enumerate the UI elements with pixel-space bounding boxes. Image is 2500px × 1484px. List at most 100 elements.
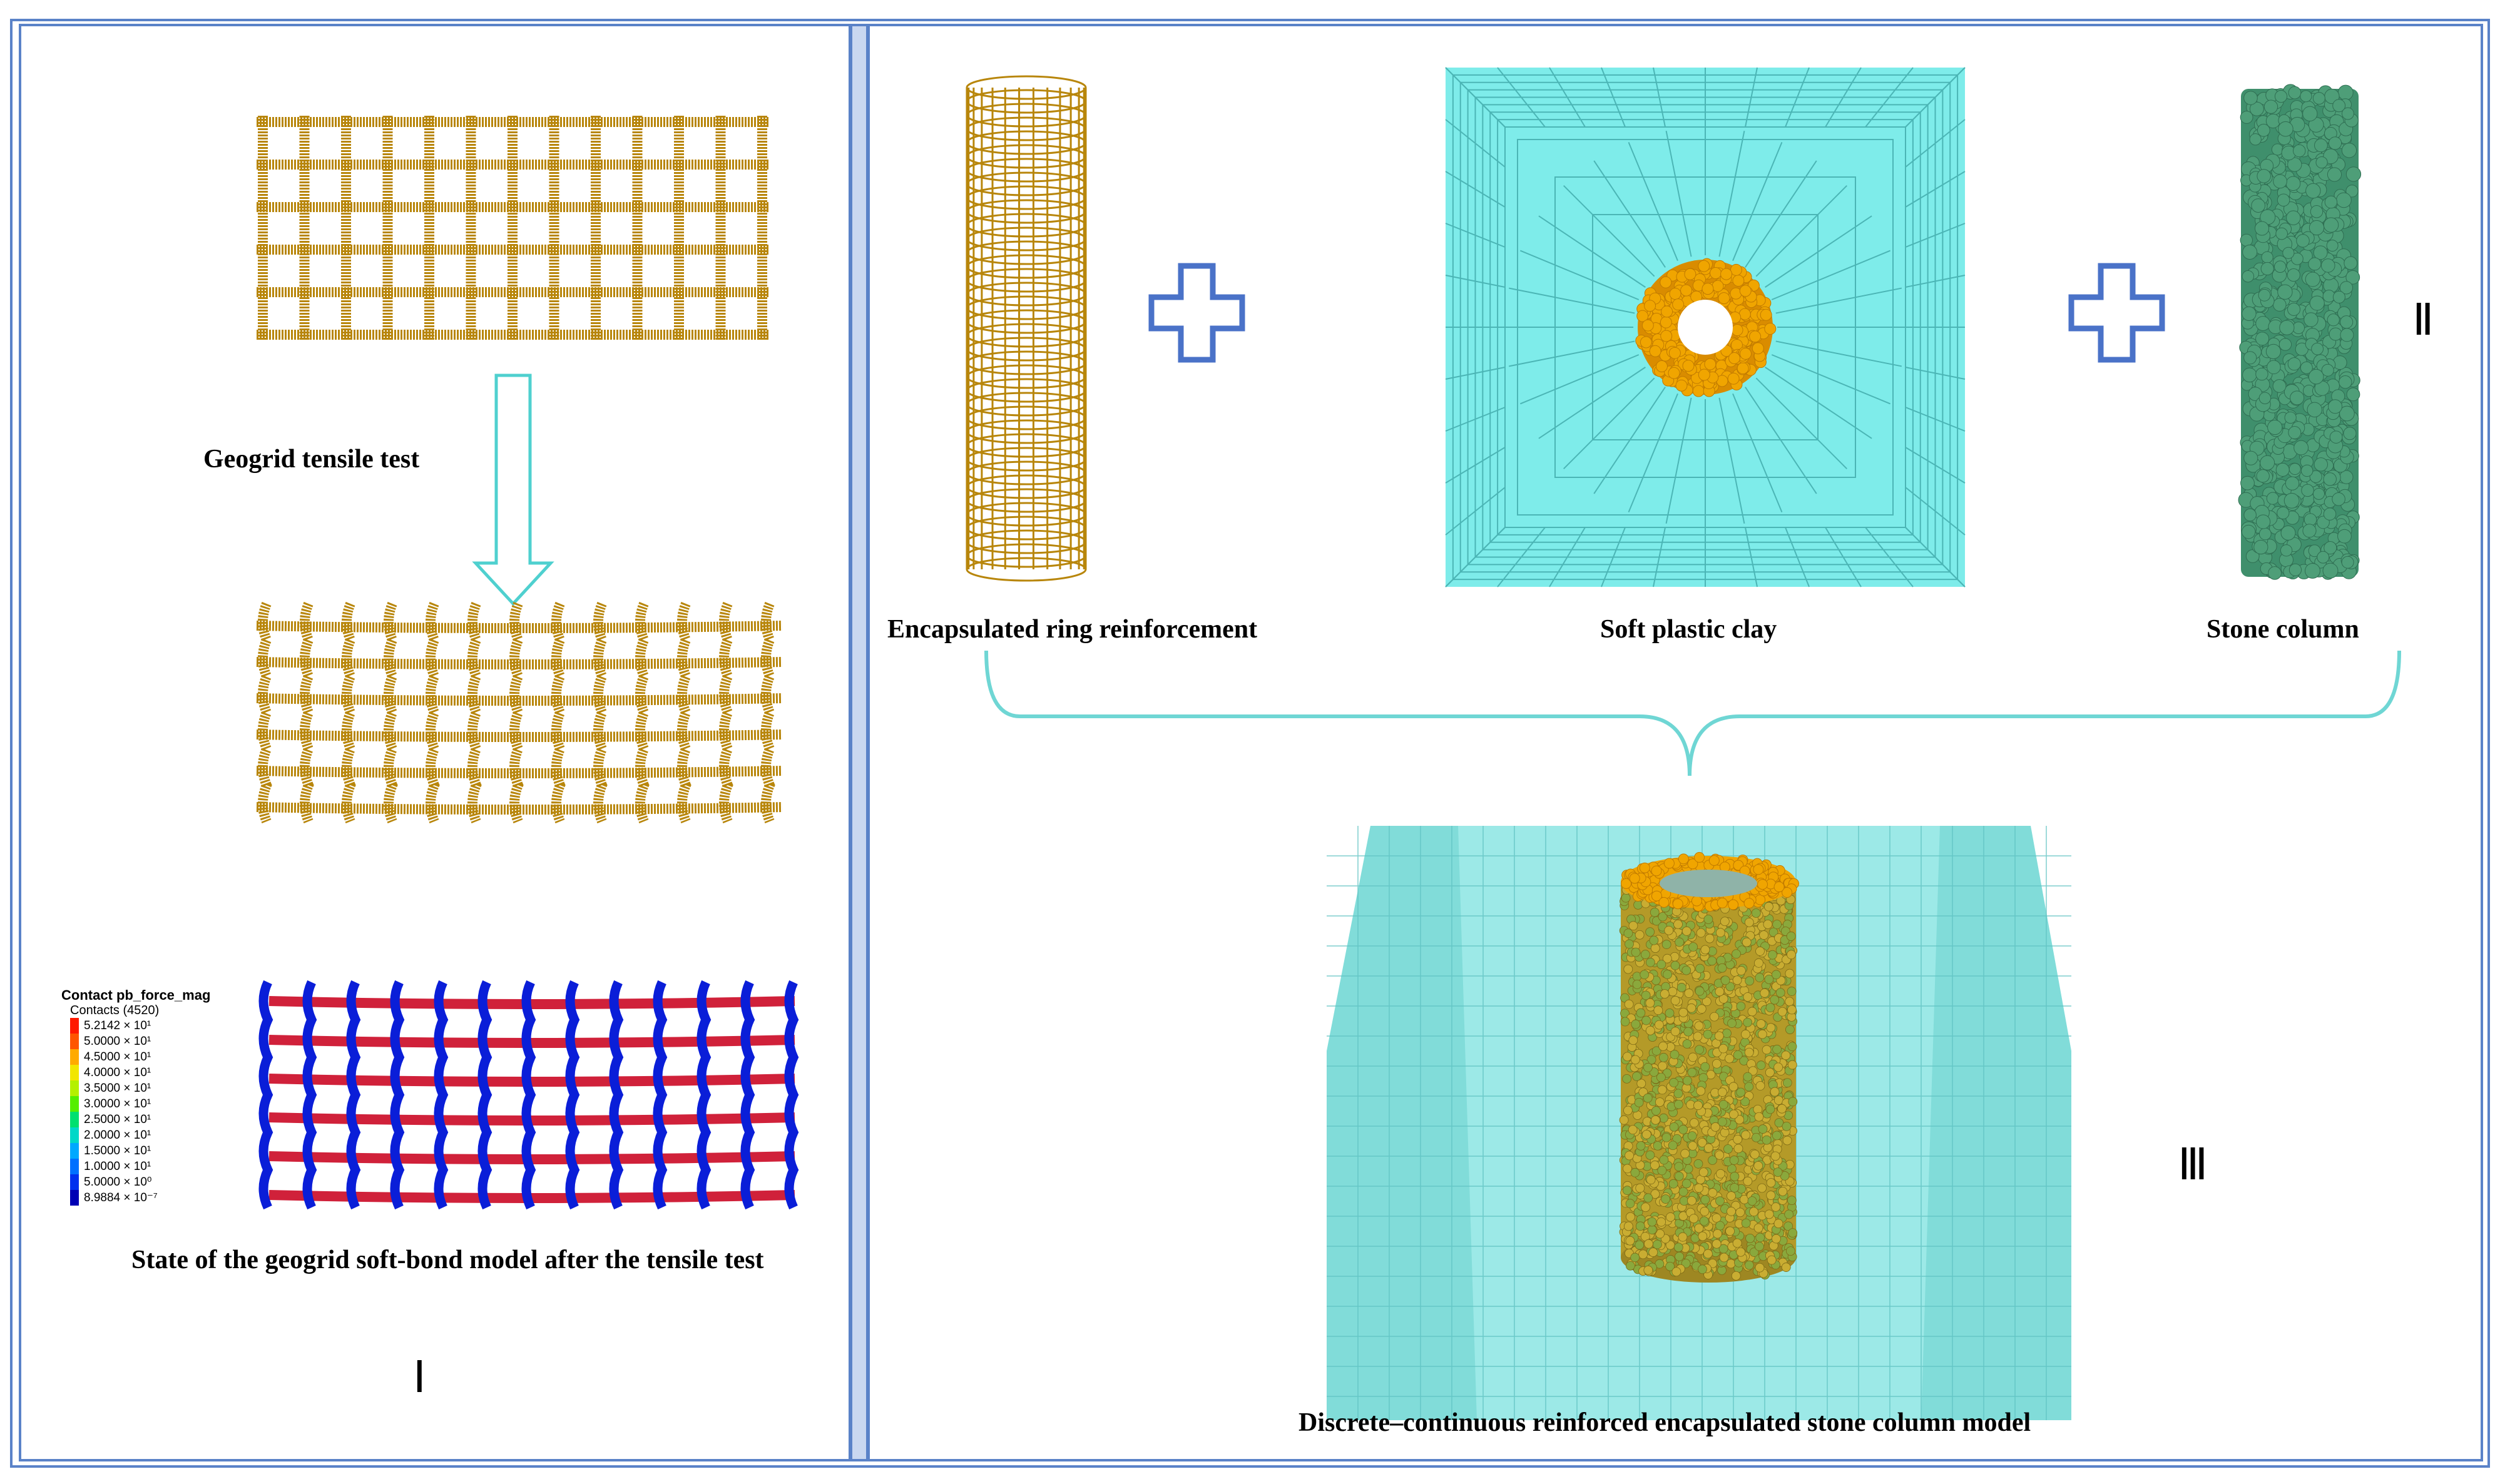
column-particle <box>1725 1226 1735 1236</box>
ring-hoop <box>966 350 1087 375</box>
ring-particle <box>1782 887 1793 898</box>
column-particle <box>1735 1207 1745 1217</box>
column-particle <box>1703 1249 1713 1259</box>
ring-particle <box>1749 330 1762 343</box>
mesh-line <box>1755 185 1847 277</box>
stone-particle <box>2329 430 2343 444</box>
column-particle <box>1736 1247 1746 1257</box>
column-particle <box>1680 1149 1690 1159</box>
geogrid-rib <box>384 601 398 824</box>
geogrid-rib <box>342 601 356 824</box>
stone-particle <box>2260 455 2275 470</box>
column-particle <box>1754 1112 1764 1122</box>
column-particle <box>1736 1001 1746 1011</box>
ring-particle <box>1675 379 1688 392</box>
legend-label: 5.0000 × 10⁰ <box>84 1176 152 1189</box>
ring-particle <box>1702 283 1714 295</box>
column-particle <box>1653 1141 1663 1151</box>
column-particle <box>1623 1164 1632 1174</box>
column-particle <box>1749 1248 1759 1257</box>
stone-particle <box>2253 539 2268 555</box>
column-particle <box>1670 960 1680 970</box>
stone-particle <box>2337 529 2352 544</box>
stone-particle <box>2329 327 2342 341</box>
column-particle <box>1656 1072 1666 1082</box>
column-particle <box>1763 919 1773 929</box>
column-particle <box>1718 1100 1728 1109</box>
column-particle <box>1678 1187 1688 1197</box>
column-particle <box>1715 987 1725 997</box>
column-particle <box>1712 1213 1722 1223</box>
column-particle <box>1778 1186 1788 1196</box>
ring-particle <box>1660 316 1672 328</box>
column-particle <box>1628 1125 1638 1135</box>
column-particle <box>1755 973 1765 982</box>
stone-particle <box>2249 133 2262 146</box>
column-particle <box>1653 1005 1663 1015</box>
column-particle <box>1672 1134 1682 1144</box>
column-particle <box>1781 1050 1791 1060</box>
ring-particle <box>1663 858 1675 869</box>
legend-entry: 1.5000 × 10¹ <box>70 1143 210 1159</box>
label-geogrid-tensile-test: Geogrid tensile test <box>203 445 420 474</box>
column-particle <box>1760 988 1770 998</box>
stone-particle <box>2286 210 2301 225</box>
stone-particle <box>2346 387 2360 402</box>
ring-particle <box>1740 347 1752 360</box>
column-particle <box>1651 1115 1660 1125</box>
mesh-line <box>1519 250 1640 300</box>
column-particle <box>1640 950 1650 959</box>
ring-hoop <box>966 460 1087 485</box>
column-particle <box>1773 1167 1783 1177</box>
down-arrow <box>472 374 554 606</box>
ring-particle <box>1730 263 1742 276</box>
roman-numeral-2: Ⅱ <box>2412 297 2434 345</box>
column-particle <box>1623 1105 1633 1116</box>
column-particle <box>1765 1104 1775 1114</box>
column-particle <box>1693 1100 1703 1110</box>
column-particle <box>1755 947 1765 956</box>
ring-particle <box>1651 865 1662 877</box>
column-particle <box>1633 900 1643 910</box>
column-particle <box>1777 1007 1787 1017</box>
column-particle <box>1708 1188 1718 1197</box>
column-particle <box>1741 1130 1751 1140</box>
column-particle <box>1673 1099 1683 1109</box>
stone-particle <box>2278 338 2292 351</box>
stone-particle <box>2255 316 2271 332</box>
stone-particle <box>2309 470 2322 483</box>
column-particle <box>1643 1193 1653 1203</box>
stone-particle <box>2243 508 2257 522</box>
ring-hoop <box>966 89 1087 114</box>
low-force-bond <box>565 980 580 1210</box>
column-particle <box>1744 1260 1754 1270</box>
geogrid-rib <box>258 601 272 824</box>
ring-particle <box>1629 873 1640 884</box>
column-particle <box>1710 1122 1720 1132</box>
column-particle <box>1785 997 1795 1007</box>
stone-particle <box>2266 492 2279 505</box>
column-particle <box>1694 1021 1704 1031</box>
column-particle <box>1694 1183 1704 1193</box>
stone-particle <box>2345 166 2362 182</box>
mesh-line <box>1628 393 1678 513</box>
stone-particle <box>2312 92 2325 105</box>
column-particle <box>1755 1232 1765 1243</box>
column-particle <box>1754 958 1763 968</box>
column-particle <box>1623 1221 1633 1231</box>
ring-particle <box>1737 362 1749 375</box>
column-particle <box>1621 893 1631 903</box>
grouping-brace <box>984 650 2401 776</box>
geogrid-rib <box>551 601 566 824</box>
ring-particle <box>1692 385 1705 397</box>
ring-particle <box>1718 292 1730 305</box>
column-particle <box>1665 1008 1675 1018</box>
legend-label: 2.0000 × 10¹ <box>84 1128 151 1142</box>
column-particle <box>1662 953 1672 963</box>
ring-particle <box>1655 360 1668 373</box>
column-particle <box>1773 1062 1783 1072</box>
legend-swatch <box>70 1112 79 1127</box>
stone-particle <box>2342 107 2354 120</box>
column-particle <box>1643 1265 1653 1275</box>
column-particle <box>1731 1271 1741 1281</box>
